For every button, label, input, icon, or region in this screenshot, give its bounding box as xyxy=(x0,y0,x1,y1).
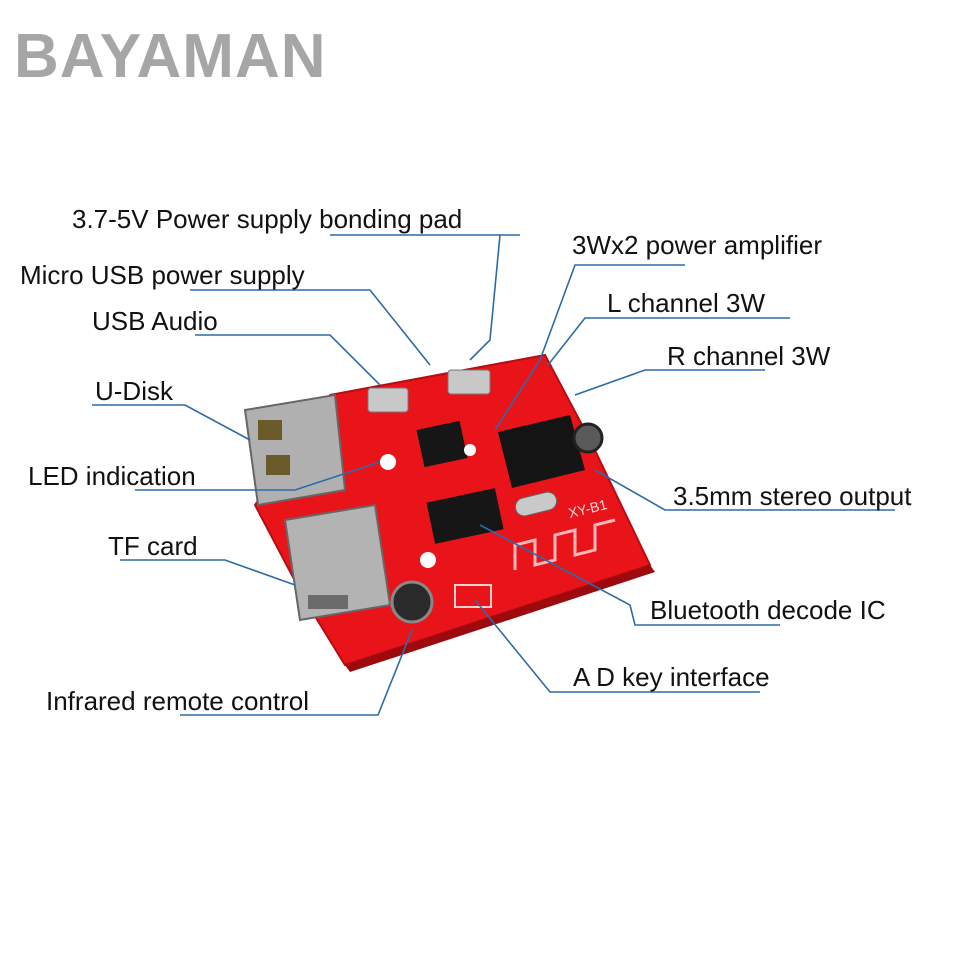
leader-bt-ic xyxy=(479,524,780,626)
usb-a-pin-1 xyxy=(258,420,282,440)
stereo-jack xyxy=(498,415,585,488)
label-infrared: Infrared remote control xyxy=(46,686,310,716)
pcb-edge xyxy=(345,565,655,672)
stereo-jack-ring xyxy=(572,422,604,454)
label-udisk: U-Disk xyxy=(95,376,173,406)
leader-usb-audio xyxy=(195,334,381,386)
leader-power-pad-drop xyxy=(469,234,501,361)
leader-led xyxy=(135,461,381,491)
tf-card-notch xyxy=(308,595,348,609)
leader-tf xyxy=(120,559,296,586)
label-led: LED indication xyxy=(28,461,196,491)
brand-logo: BAYAMAN xyxy=(14,22,327,91)
ad-key-pad xyxy=(454,584,492,608)
crystal xyxy=(514,491,558,517)
label-power-pad: 3.7-5V Power supply bonding pad xyxy=(72,204,463,234)
leader-udisk xyxy=(92,404,251,441)
leader-micro-usb xyxy=(190,289,431,366)
led-1 xyxy=(380,454,396,470)
usb-a-socket xyxy=(243,393,347,507)
leader-stereo xyxy=(594,469,895,511)
led-2 xyxy=(420,552,436,568)
label-amplifier: 3Wx2 power amplifier xyxy=(572,230,822,260)
pcb-board: XY-B1 xyxy=(243,353,655,672)
leader-lines xyxy=(92,234,895,716)
label-stereo-out: 3.5mm stereo output xyxy=(673,481,912,511)
leader-infrared xyxy=(180,629,413,716)
usb-a-pin-2 xyxy=(266,455,290,475)
label-tf-card: TF card xyxy=(108,531,198,561)
label-bt-ic: Bluetooth decode IC xyxy=(650,595,886,625)
ir-receiver xyxy=(390,580,434,624)
leader-l-channel xyxy=(547,317,790,366)
micro-usb-port-right xyxy=(447,369,491,395)
antenna-trace xyxy=(513,518,616,570)
bluetooth-decode-chip xyxy=(426,488,504,544)
label-r-channel: R channel 3W xyxy=(667,341,831,371)
label-micro-usb: Micro USB power supply xyxy=(20,260,305,290)
label-usb-audio: USB Audio xyxy=(92,306,218,336)
micro-usb-port-left xyxy=(367,387,409,413)
amplifier-chip xyxy=(416,420,468,468)
leader-amplifier xyxy=(494,264,685,431)
mount-hole xyxy=(464,444,476,456)
leader-r-channel xyxy=(574,369,765,396)
leader-ad-key xyxy=(474,599,760,693)
label-ad-key: A D key interface xyxy=(573,662,770,692)
label-l-channel: L channel 3W xyxy=(607,288,766,318)
tf-card-slot xyxy=(283,503,392,622)
